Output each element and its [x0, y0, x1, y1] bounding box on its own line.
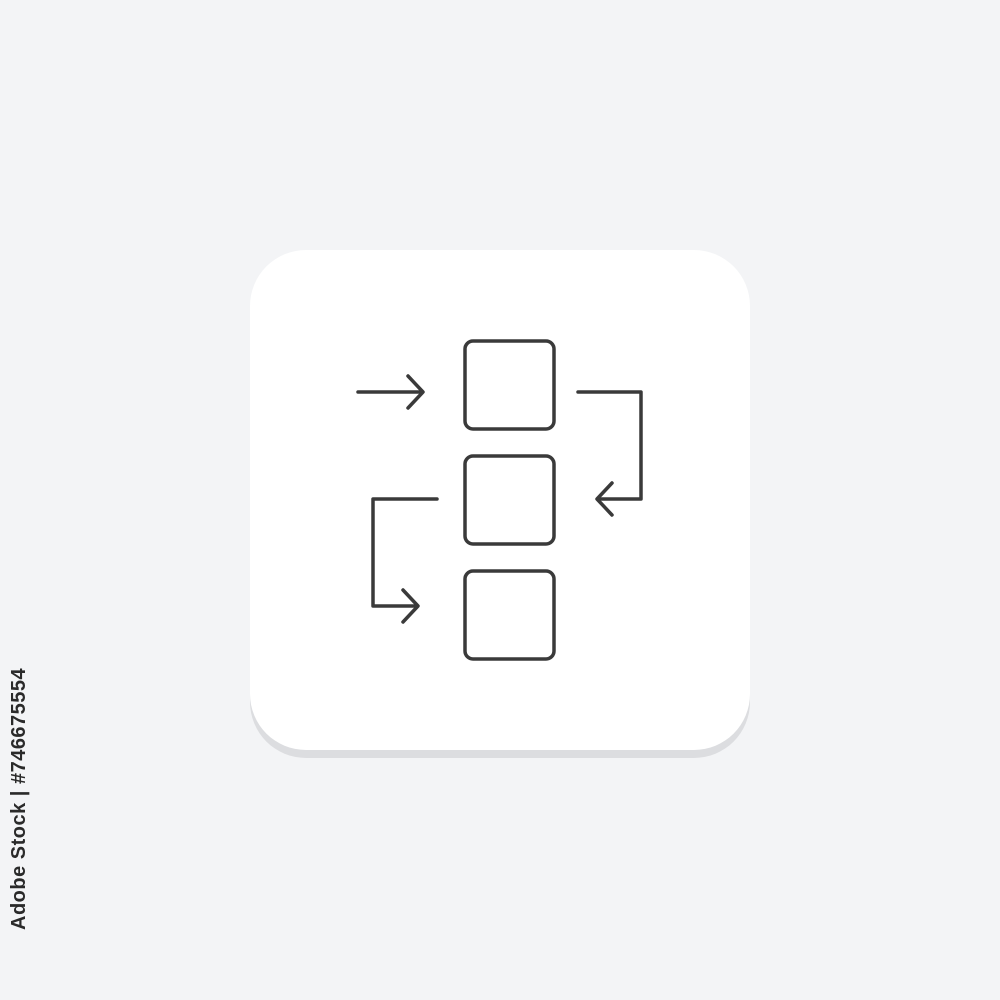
stock-watermark-id: Adobe Stock | #746675554: [8, 667, 30, 930]
incoming-arrow-icon: [356, 374, 425, 410]
icon-tile: [250, 250, 750, 750]
step-box-3: [463, 569, 556, 661]
left-connector-arrow-icon: [371, 497, 439, 624]
step-box-1: [463, 339, 556, 431]
right-connector-arrow-icon: [576, 390, 643, 517]
step-box-2: [463, 454, 556, 546]
